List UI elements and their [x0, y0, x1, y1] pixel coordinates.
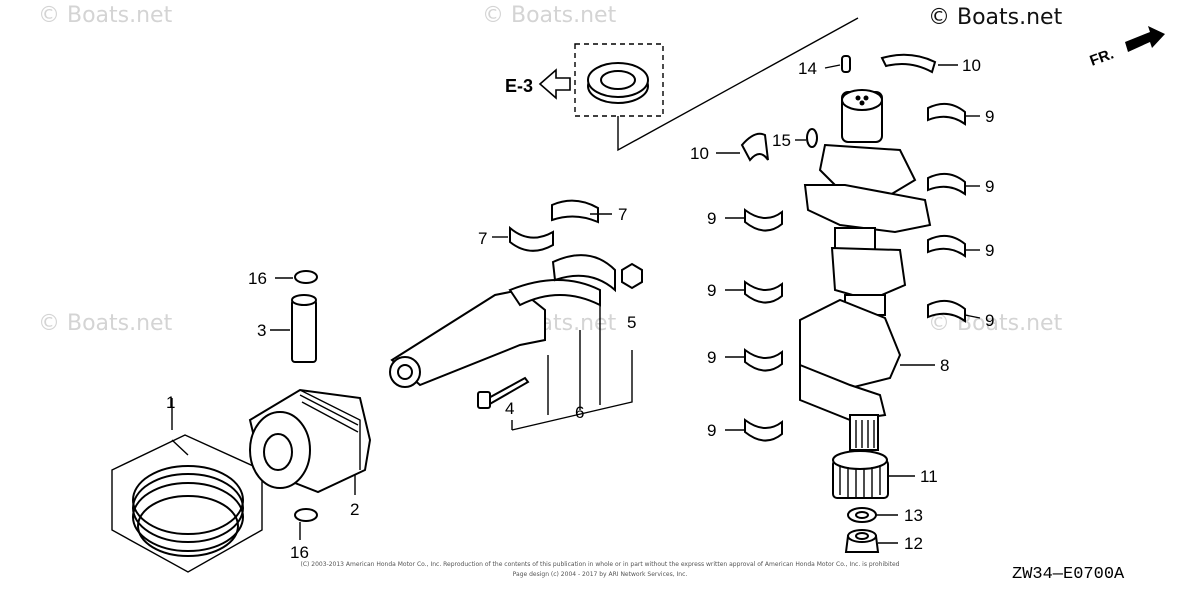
label-13[interactable]: 13	[904, 506, 923, 525]
watermark: © Boats.net	[928, 5, 1063, 30]
front-label: FR.	[1088, 46, 1117, 70]
dowel-pin-15[interactable]	[806, 128, 818, 148]
rod-bearing-upper[interactable]	[551, 199, 599, 224]
label-2[interactable]: 2	[350, 500, 359, 519]
crankshaft[interactable]	[799, 89, 935, 451]
label-9[interactable]: 9	[985, 107, 994, 126]
rod-bearing-lower[interactable]	[509, 225, 554, 252]
leader-line	[617, 17, 859, 152]
left-arrow-icon	[538, 68, 571, 100]
label-4[interactable]: 4	[505, 399, 514, 418]
piston-pin[interactable]	[291, 294, 317, 363]
rod-nut[interactable]	[621, 262, 643, 290]
main-bearing[interactable]	[927, 299, 966, 323]
label-9[interactable]: 9	[707, 209, 716, 228]
copyright-line: Page design (c) 2004 - 2017 by ARI Netwo…	[513, 571, 688, 578]
label-6[interactable]: 6	[575, 403, 584, 422]
crank-washer[interactable]	[847, 507, 877, 523]
label-9[interactable]: 9	[707, 421, 716, 440]
connecting-rod[interactable]	[389, 254, 633, 431]
rings-box	[111, 434, 263, 573]
piston-pin-clip-top[interactable]	[294, 270, 318, 284]
watermark: © Boats.net	[38, 311, 173, 336]
label-9[interactable]: 9	[985, 241, 994, 260]
label-5[interactable]: 5	[627, 313, 636, 332]
label-16[interactable]: 16	[248, 269, 267, 288]
label-1[interactable]: 1	[166, 393, 175, 412]
watermark: © Boats.net	[38, 3, 173, 28]
oil-seal-icon	[587, 62, 649, 104]
reference-e3[interactable]: E-3	[505, 17, 859, 152]
piston[interactable]	[248, 388, 372, 495]
piston-rings[interactable]	[111, 398, 263, 573]
label-7[interactable]: 7	[478, 229, 487, 248]
thrust-washer-top[interactable]	[880, 53, 937, 74]
label-15[interactable]: 15	[772, 131, 791, 150]
thrust-washer-left[interactable]	[740, 132, 769, 162]
reference-label: E-3	[505, 76, 533, 96]
label-9[interactable]: 9	[707, 281, 716, 300]
dowel-pin-14[interactable]	[841, 55, 851, 73]
main-bearing[interactable]	[927, 102, 966, 126]
main-bearing[interactable]	[744, 280, 783, 304]
label-9[interactable]: 9	[985, 177, 994, 196]
main-bearing[interactable]	[744, 348, 783, 372]
label-9[interactable]: 9	[707, 348, 716, 367]
main-bearing[interactable]	[927, 234, 966, 258]
label-7[interactable]: 7	[618, 205, 627, 224]
leader-lines	[270, 64, 981, 544]
label-14[interactable]: 14	[798, 59, 817, 78]
front-arrow-icon: FR.	[1088, 26, 1165, 70]
main-bearing[interactable]	[927, 172, 966, 196]
label-8[interactable]: 8	[940, 356, 949, 375]
timing-gear[interactable]	[832, 450, 889, 499]
copyright-line: (C) 2003-2013 American Honda Motor Co., …	[301, 561, 900, 568]
label-3[interactable]: 3	[257, 321, 266, 340]
part-labels: 1 2 3 4 5 6 7 7 8 9 9 9 9 9 9 9 9 10 10 …	[166, 56, 994, 562]
diagram-code: ZW34—E0700A	[1012, 565, 1125, 584]
main-bearing[interactable]	[744, 418, 783, 442]
label-10[interactable]: 10	[962, 56, 981, 75]
watermark: © Boats.net	[482, 3, 617, 28]
main-bearing[interactable]	[744, 208, 783, 232]
label-11[interactable]: 11	[920, 467, 938, 486]
rod-bolt[interactable]	[477, 376, 530, 409]
dashed-box	[574, 43, 664, 117]
crank-nut[interactable]	[844, 529, 880, 553]
piston-pin-clip-bottom[interactable]	[294, 508, 318, 522]
label-10[interactable]: 10	[690, 144, 709, 163]
label-16[interactable]: 16	[290, 543, 309, 562]
label-9[interactable]: 9	[985, 311, 994, 330]
label-12[interactable]: 12	[904, 534, 923, 553]
